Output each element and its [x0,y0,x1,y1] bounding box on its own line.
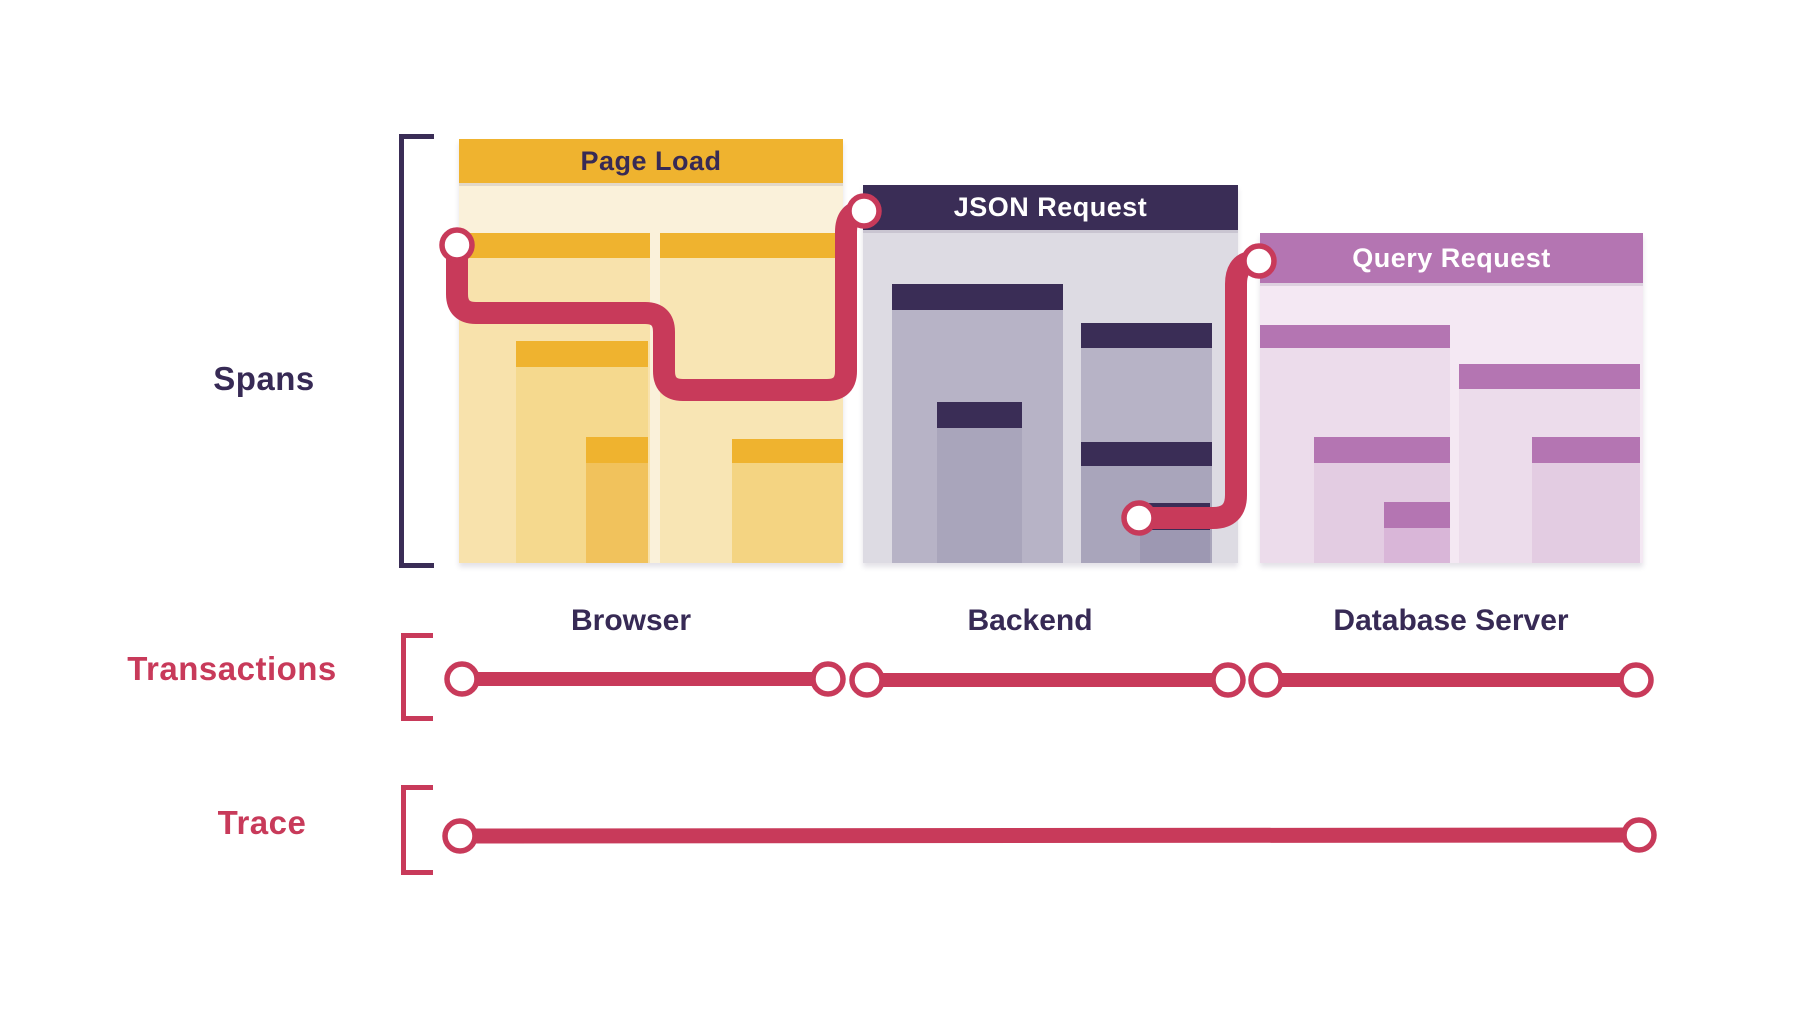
trace-node [1621,817,1657,853]
spans-bracket [399,134,434,568]
span-bar [1459,364,1640,389]
trace-bracket [401,785,433,875]
span-bar [1314,437,1450,463]
database-server-label: Database Server [1333,604,1569,637]
span-body [1532,463,1640,563]
span-bar [1532,437,1640,463]
flow-node-queryrequest-start [1241,243,1277,279]
transactions-label: Transactions [127,650,337,687]
span-body [1140,530,1210,563]
backend-label: Backend [967,604,1093,637]
transaction-node [849,662,885,698]
span-body [1384,528,1450,563]
spans-label: Spans [213,360,315,397]
query-request-header: Query Request [1260,233,1643,283]
span-bar [892,284,1063,310]
span-bar [1081,323,1212,348]
trace-label: Trace [217,804,307,841]
trace-line [459,827,1640,844]
query-request-panel: Query Request [1260,233,1643,563]
json-request-header: JSON Request [863,185,1238,230]
trace-node [442,818,478,854]
span-bar [660,233,843,258]
transaction-node [1248,662,1284,698]
flow-path-browser-to-backend [446,200,864,401]
span-body [937,428,1022,563]
span-bar [586,437,648,463]
flow-node-jsonrequest-start [846,193,882,229]
span-bar [459,233,650,258]
span-bar [1260,325,1450,348]
span-bar [516,341,648,367]
transaction-node [1618,662,1654,698]
transactions-bracket [401,633,433,721]
transaction-node [1210,662,1246,698]
span-body [586,463,648,563]
span-bar [1081,442,1212,466]
page-load-header: Page Load [459,139,843,183]
transaction-node [444,661,480,697]
span-body [732,463,843,563]
browser-label: Browser [570,604,692,637]
span-bar [732,439,843,463]
span-bar [937,402,1022,428]
transaction-node [810,661,846,697]
span-bar [1384,502,1450,528]
flow-node-backend-span [1121,500,1157,536]
flow-path-backend-to-database [1144,251,1254,529]
flow-node-pageload-start [439,227,475,263]
